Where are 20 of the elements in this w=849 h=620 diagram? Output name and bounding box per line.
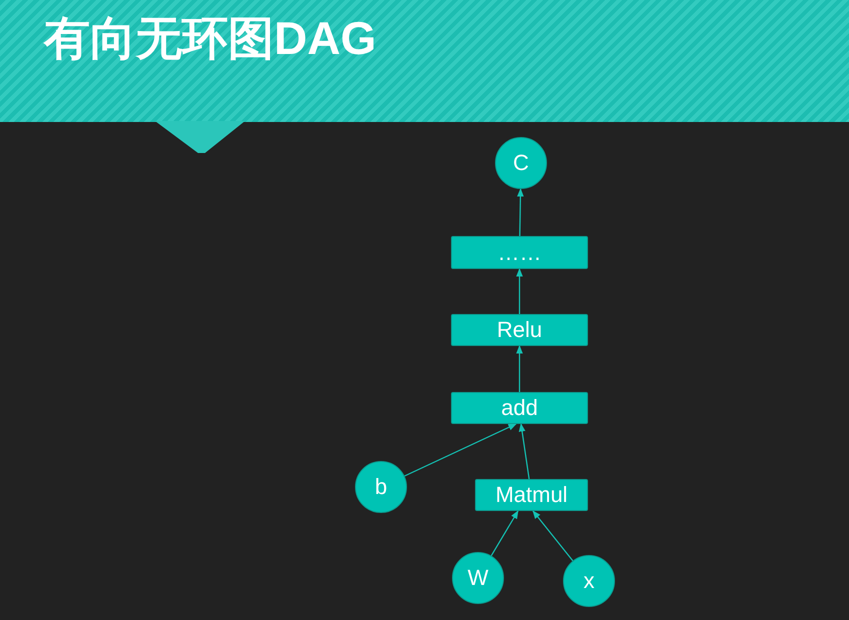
arrow — [516, 345, 523, 392]
operation-box — [451, 314, 588, 346]
operation-box — [451, 392, 588, 424]
arrow — [516, 268, 523, 314]
node-label: Relu — [496, 319, 542, 341]
node-label: add — [501, 397, 538, 419]
arrow — [532, 510, 574, 562]
arrow — [404, 423, 517, 477]
operation-box — [475, 479, 588, 511]
arrow — [518, 423, 530, 480]
title: 有向无环图DAG — [44, 11, 376, 66]
node-label: …… — [498, 242, 542, 264]
operation-box — [451, 236, 588, 269]
arrow — [517, 188, 524, 236]
node-label: x — [584, 570, 594, 592]
node-label: C — [513, 152, 529, 174]
arrow — [490, 510, 519, 556]
node-label: b — [374, 476, 388, 498]
node-label: Matmul — [495, 484, 568, 506]
node-label: W — [468, 567, 488, 589]
